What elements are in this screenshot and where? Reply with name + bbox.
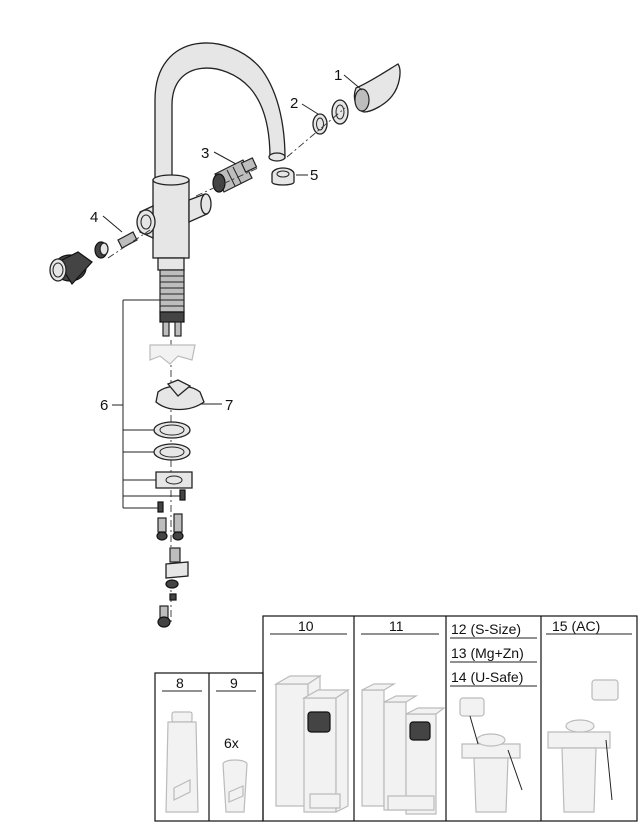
- part-4-valve-and-knob: [49, 231, 138, 285]
- callout-6: 6: [100, 397, 108, 414]
- glass-illustration: 6x: [222, 735, 248, 813]
- accessory-table: [154, 615, 638, 822]
- mounting-kit: [149, 344, 205, 628]
- chiller-10-illustration: [273, 674, 350, 813]
- callout-7: 7: [225, 397, 233, 414]
- part-3-cartridge: [212, 157, 258, 193]
- part-1-lever-handle: [353, 63, 401, 113]
- filter-set-15-illustration: [547, 679, 619, 813]
- bottle-illustration: [165, 711, 199, 813]
- part-5-aerator: [271, 167, 295, 186]
- faucet-body: [136, 174, 212, 271]
- header-13: 13 (Mg+Zn): [451, 645, 524, 661]
- quantity-6x: 6x: [224, 735, 239, 751]
- faucet-spout: [154, 42, 286, 181]
- callout-1: 1: [334, 67, 342, 84]
- header-14: 14 (U-Safe): [451, 669, 523, 685]
- callout-5: 5: [310, 167, 318, 184]
- header-12: 12 (S-Size): [451, 621, 521, 637]
- header-11: 11: [389, 618, 404, 634]
- callout-4: 4: [90, 209, 98, 226]
- callout-2: 2: [290, 95, 298, 112]
- callout-3: 3: [201, 145, 209, 162]
- part-2-rings: [312, 99, 349, 135]
- threaded-shank: [159, 269, 185, 337]
- header-10: 10: [298, 618, 314, 634]
- filter-set-12-14-illustration: [459, 697, 523, 813]
- header-9: 9: [230, 675, 238, 691]
- chiller-11-illustration: [361, 683, 446, 815]
- header-15: 15 (AC): [552, 618, 600, 634]
- header-8: 8: [176, 675, 184, 691]
